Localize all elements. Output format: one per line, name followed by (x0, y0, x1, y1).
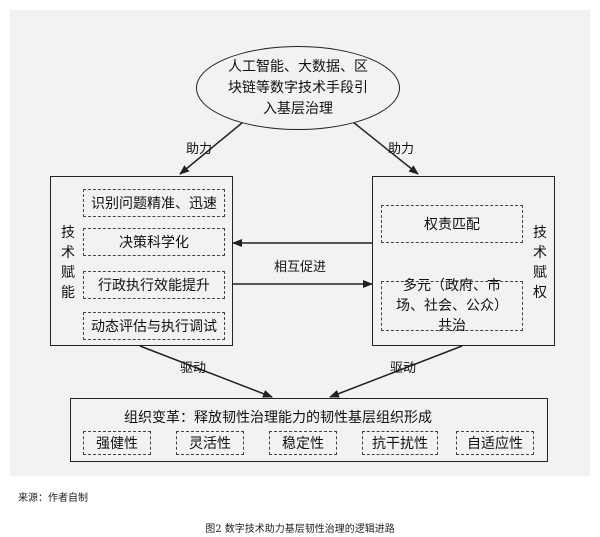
arrow-help-right (347, 117, 419, 175)
source-text: 人工智能、大数据、区块链等数字技术手段引入基层治理 (228, 58, 368, 117)
empowerment-item: 识别问题精准、迅速 (83, 189, 225, 217)
trait-item: 自适应性 (456, 431, 534, 455)
authorization-box: 权责匹配 多元（政府、市场、社会、公众）共治 技术赋权 (372, 176, 555, 346)
trait-item: 抗干扰性 (362, 431, 438, 455)
authorization-item: 权责匹配 (381, 205, 523, 243)
organization-box: 组织变革：释放韧性治理能力的韧性基层组织形成 强健性 灵活性 稳定性 抗干扰性 … (70, 398, 548, 462)
empowerment-box: 技术赋能 识别问题精准、迅速 决策科学化 行政执行效能提升 动态评估与执行调试 (50, 176, 233, 346)
arrow-drive-right (329, 345, 463, 398)
trait-item: 灵活性 (176, 431, 244, 455)
label-drive-right: 驱动 (390, 361, 417, 376)
trait-item: 强健性 (83, 431, 151, 455)
empowerment-title: 技术赋能 (61, 225, 75, 301)
authorization-item: 多元（政府、市场、社会、公众）共治 (381, 278, 523, 334)
trait-item: 稳定性 (269, 431, 337, 455)
figure-caption: 图2 数字技术助力基层韧性治理的逻辑进路 (205, 524, 395, 535)
label-help-left: 助力 (186, 142, 213, 157)
authorization-title: 技术赋权 (533, 225, 547, 301)
label-drive-left: 驱动 (180, 361, 207, 376)
empowerment-item: 决策科学化 (83, 228, 225, 256)
label-mutual: 相互促进 (274, 260, 327, 275)
empowerment-item: 动态评估与执行调试 (83, 312, 225, 340)
empowerment-item: 行政执行效能提升 (83, 271, 225, 299)
digital-tech-source: 人工智能、大数据、区块链等数字技术手段引入基层治理 (196, 46, 400, 130)
arrow-help-left (179, 117, 249, 175)
source-note: 来源：作者自制 (18, 493, 88, 504)
organization-title: 组织变革：释放韧性治理能力的韧性基层组织形成 (124, 410, 432, 426)
label-help-right: 助力 (388, 142, 415, 157)
arrow-drive-left (139, 345, 273, 398)
